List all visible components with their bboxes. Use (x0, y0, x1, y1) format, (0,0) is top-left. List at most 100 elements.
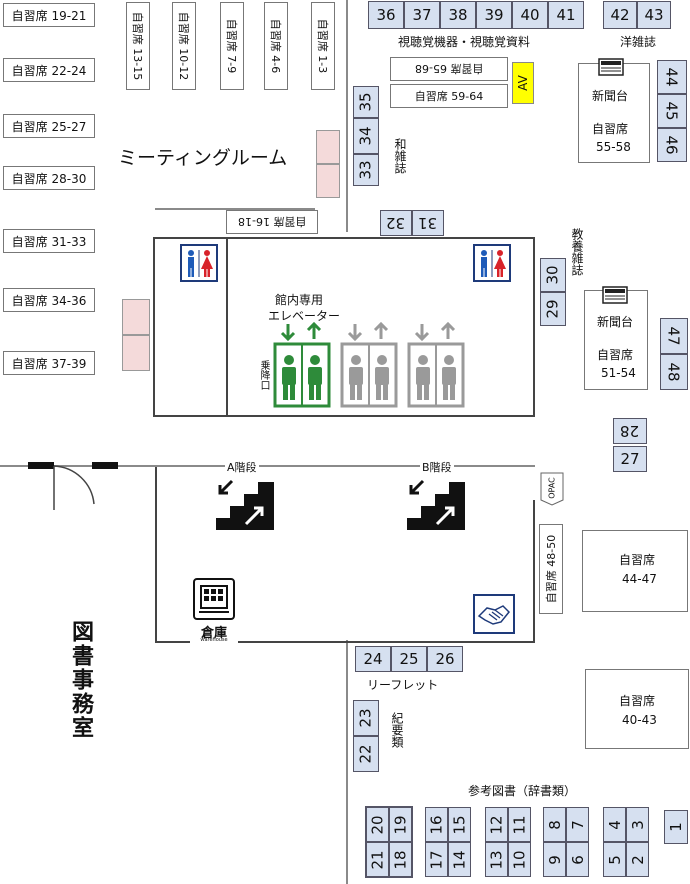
shelf-39[interactable]: 39 (476, 1, 512, 29)
seat-40-43-seat: 自習席 (619, 694, 656, 708)
shelf-12[interactable]: 12 (485, 807, 508, 842)
storage-sublabel: warehouse (200, 637, 228, 643)
shelf-29[interactable]: 29 (540, 292, 566, 326)
news1-title: 新聞台 (592, 89, 629, 103)
shelf-35[interactable]: 35 (353, 86, 379, 118)
newspaper-icon (598, 58, 624, 76)
shelf-37[interactable]: 37 (404, 1, 440, 29)
shelf-3[interactable]: 3 (626, 807, 649, 842)
shelf-7[interactable]: 7 (566, 807, 589, 842)
leaflet-caption: リーフレット (367, 678, 439, 692)
shelf-4[interactable]: 4 (603, 807, 626, 842)
shelf-30[interactable]: 30 (540, 258, 566, 292)
seat-4-6[interactable]: 自習席 4-6 (264, 2, 288, 90)
seat-34-36[interactable]: 自習席 34-36 (3, 288, 95, 312)
wall-center-vertical-lower (346, 640, 348, 884)
seat-7-9[interactable]: 自習席 7-9 (220, 2, 244, 90)
seat-7-9-label: 自習席 7-9 (225, 18, 238, 74)
seat-10-12[interactable]: 自習席 10-12 (172, 2, 196, 90)
stairs-a-icon (216, 479, 274, 530)
shelf-46[interactable]: 46 (657, 128, 687, 162)
news2-title: 新聞台 (597, 315, 634, 329)
shelf-47[interactable]: 47 (660, 318, 688, 354)
shelf-21[interactable]: 21 (366, 842, 389, 877)
wall-door-left (28, 462, 54, 469)
office-label: 図書事務室 (68, 620, 93, 740)
seat-22-24[interactable]: 自習席 22-24 (3, 58, 95, 82)
seat-37-39[interactable]: 自習席 37-39 (3, 351, 95, 375)
seat-48-50[interactable]: 自習席 48-50 (539, 524, 563, 614)
storage-icon (193, 578, 235, 620)
shelf-23[interactable]: 23 (353, 700, 379, 736)
shelf-8[interactable]: 8 (543, 807, 566, 842)
japanese-magazines-caption: 和雑誌 (393, 138, 407, 174)
seat-25-27[interactable]: 自習席 25-27 (3, 114, 95, 138)
shelf-48[interactable]: 48 (660, 354, 688, 390)
boarding-label: 乗降口 (258, 360, 269, 390)
shelf-43[interactable]: 43 (637, 1, 671, 29)
elevator-label-1: 館内専用 (275, 293, 324, 307)
wall-lower-bottom (155, 641, 535, 643)
shelf-22[interactable]: 22 (353, 736, 379, 772)
shelf-5[interactable]: 5 (603, 842, 626, 877)
shelf-44[interactable]: 44 (657, 60, 687, 94)
stairs-b-label: B階段 (420, 459, 454, 475)
wall-hall-left-bottom (153, 415, 228, 417)
seat-1-3[interactable]: 自習席 1-3 (311, 2, 335, 90)
seat-40-43[interactable] (585, 669, 689, 749)
table-left-bottom (122, 335, 150, 371)
shelf-18[interactable]: 18 (389, 842, 412, 877)
shelf-24[interactable]: 24 (355, 646, 391, 672)
shelf-19[interactable]: 19 (389, 807, 412, 842)
shelf-45[interactable]: 45 (657, 94, 687, 128)
shelf-33[interactable]: 33 (353, 154, 379, 186)
seat-28-30[interactable]: 自習席 28-30 (3, 166, 95, 190)
wall-elev-left (226, 237, 228, 417)
shelf-42[interactable]: 42 (603, 1, 637, 29)
shelf-25[interactable]: 25 (391, 646, 427, 672)
shelf-14[interactable]: 14 (448, 842, 471, 877)
seat-65-68-label: 自習席 65-68 (414, 62, 484, 75)
shelf-41[interactable]: 41 (548, 1, 584, 29)
stairs-b-icon (407, 479, 465, 530)
shelf-13[interactable]: 13 (485, 842, 508, 877)
shelf-34[interactable]: 34 (353, 118, 379, 154)
shelf-15[interactable]: 15 (448, 807, 471, 842)
shelf-38[interactable]: 38 (440, 1, 476, 29)
shelf-11[interactable]: 11 (508, 807, 531, 842)
shelf-36[interactable]: 36 (368, 1, 404, 29)
storage-room[interactable]: 倉庫 warehouse (190, 576, 238, 644)
reference-caption: 参考図書（辞書類） (468, 784, 577, 798)
stairs-a-label: A階段 (225, 459, 259, 475)
shelf-28[interactable]: 28 (613, 418, 647, 444)
shelf-40[interactable]: 40 (512, 1, 548, 29)
seat-13-15[interactable]: 自習席 13-15 (126, 2, 150, 90)
wall-hall-top (155, 237, 535, 239)
seat-44-47-range: 44-47 (622, 572, 657, 586)
newspaper-stand-55-58[interactable] (578, 63, 650, 163)
shelf-2[interactable]: 2 (626, 842, 649, 877)
shelf-10[interactable]: 10 (508, 842, 531, 877)
seat-44-47[interactable] (582, 530, 688, 612)
seat-16-18[interactable]: 自習席 16-18 (226, 210, 318, 234)
elevator-label-2: エレベーター (268, 309, 341, 323)
seat-65-68[interactable]: 自習席 65-68 (390, 57, 508, 81)
shelf-27[interactable]: 27 (613, 446, 647, 472)
shelf-32[interactable]: 32 (380, 210, 412, 236)
newspaper-icon-2 (602, 286, 628, 304)
shelf-31[interactable]: 31 (412, 210, 444, 236)
wall-lower-right (533, 500, 535, 643)
shelf-1[interactable]: 1 (664, 810, 688, 844)
newspaper-stand-51-54[interactable] (584, 290, 648, 390)
seat-19-21[interactable]: 自習席 19-21 (3, 3, 95, 27)
shelf-17[interactable]: 17 (425, 842, 448, 877)
shelf-20[interactable]: 20 (366, 807, 389, 842)
seat-59-64[interactable]: 自習席 59-64 (390, 84, 508, 108)
shelf-16[interactable]: 16 (425, 807, 448, 842)
shelf-6[interactable]: 6 (566, 842, 589, 877)
opac-terminal[interactable]: OPAC (540, 472, 564, 506)
shelf-9[interactable]: 9 (543, 842, 566, 877)
seat-31-33[interactable]: 自習席 31-33 (3, 229, 95, 253)
shelf-26[interactable]: 26 (427, 646, 463, 672)
foreign-magazines-caption: 洋雑誌 (620, 35, 657, 49)
